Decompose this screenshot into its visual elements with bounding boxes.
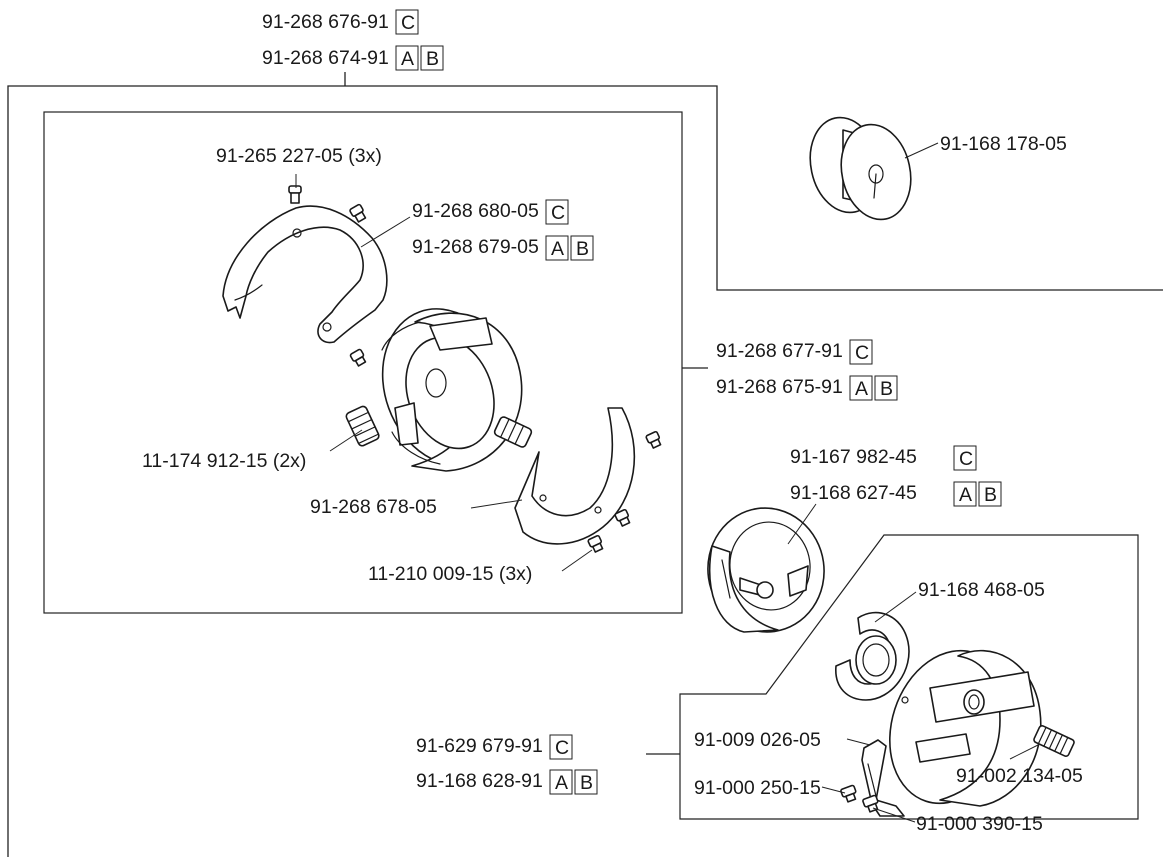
bobbin-case-holder-box-c-letter: C [959,448,973,470]
bobbin-case-group-box-b: B [574,769,598,795]
hook-plate-box-b: B [570,235,594,261]
hook-plate-box-a: A [545,235,569,261]
leader-lines [295,142,1041,823]
studs-label: 11-174 912-15 (2x) [142,450,306,472]
top-group-line2: 91-268 674-91 [262,47,389,69]
label-top-group: 91-268 676-91 C 91-268 674-91 A B [262,9,444,71]
hook-assembly-box-c-letter: C [855,342,869,364]
screws-top-label: 91-265 227-05 (3x) [216,145,382,167]
hook-assembly-box-b-letter: B [880,378,893,400]
bobbin-case-group-box-c: C [549,734,573,760]
studs-drawing [345,405,533,448]
top-group-box-a-letter: A [401,48,414,70]
top-group-box-c: C [395,9,419,35]
gib-screws-drawing [587,430,662,553]
hook-body-drawing [381,308,523,472]
top-group-box-b: B [420,45,444,71]
bobbin-case-holder-box-b-letter: B [984,484,997,506]
hook-assembly-box-a: A [849,375,873,401]
bobbin-case-group-box-c-letter: C [555,737,569,759]
hook-assembly-line1: 91-268 677-91 [716,340,843,362]
tension-spring-drawing [835,611,910,701]
hook-assembly-line2: 91-268 675-91 [716,376,843,398]
top-group-box-a: A [395,45,419,71]
bobbin-case-holder-drawing [707,507,825,633]
latch-label: 91-009 026-05 [694,729,821,751]
bobbin-case-holder-line1: 91-167 982-45 [790,446,917,468]
bobbin-case-group-box-a-letter: A [555,772,568,794]
bobbin-case-holder-line2: 91-168 627-45 [790,482,917,504]
hook-assembly-box-b: B [874,375,898,401]
bobbin-case-holder-box-a-letter: A [959,484,972,506]
screws-gib-label: 11-210 009-15 (3x) [368,563,532,585]
hook-plate-drawing [222,205,388,344]
screw-small-2-label: 91-000 390-15 [916,813,1043,835]
label-bobbin-case-holder: 91-167 982-45 C 91-168 627-45 A B [790,445,1002,507]
hook-plate-line2: 91-268 679-05 [412,236,539,258]
bobbin-case-holder-box-c: C [953,445,977,471]
bobbin-label: 91-168 178-05 [940,133,1067,155]
label-hook-plate: 91-268 680-05 C 91-268 679-05 A B [412,199,594,261]
adjust-screw-drawing [1033,725,1075,757]
bobbin-case-group-line2: 91-168 628-91 [416,770,543,792]
hook-plate-box-c: C [545,199,569,225]
gib-drawing [514,407,636,545]
top-group-box-b-letter: B [426,48,439,70]
adjust-screw-label: 91-002 134-05 [956,765,1083,787]
screw-small-1-label: 91-000 250-15 [694,777,821,799]
bobbin-case-group-box-a: A [549,769,573,795]
hook-plate-box-b-letter: B [576,238,589,260]
bobbin-case-group-box-b-letter: B [580,772,593,794]
bobbin-case-group-line1: 91-629 679-91 [416,735,543,757]
top-group-box-c-letter: C [401,12,415,34]
hook-plate-box-a-letter: A [551,238,564,260]
top-group-line1: 91-268 676-91 [262,11,389,33]
label-hook-assembly: 91-268 677-91 C 91-268 675-91 A B [716,339,898,401]
gib-label: 91-268 678-05 [310,496,437,518]
hook-assembly-box-c: C [849,339,873,365]
bobbin-case-holder-box-a: A [953,481,977,507]
bobbin-case-drawing [889,649,1042,807]
hook-plate-box-c-letter: C [551,202,565,224]
top-screws-drawing [288,185,367,367]
tension-spring-label: 91-168 468-05 [918,579,1045,601]
bobbin-drawing [809,116,912,221]
label-bobbin-case-group: 91-629 679-91 C 91-168 628-91 A B [416,734,598,795]
hook-plate-line1: 91-268 680-05 [412,200,539,222]
small-screws-drawing [840,784,879,813]
hook-assembly-box-a-letter: A [855,378,868,400]
bobbin-case-holder-box-b: B [978,481,1002,507]
